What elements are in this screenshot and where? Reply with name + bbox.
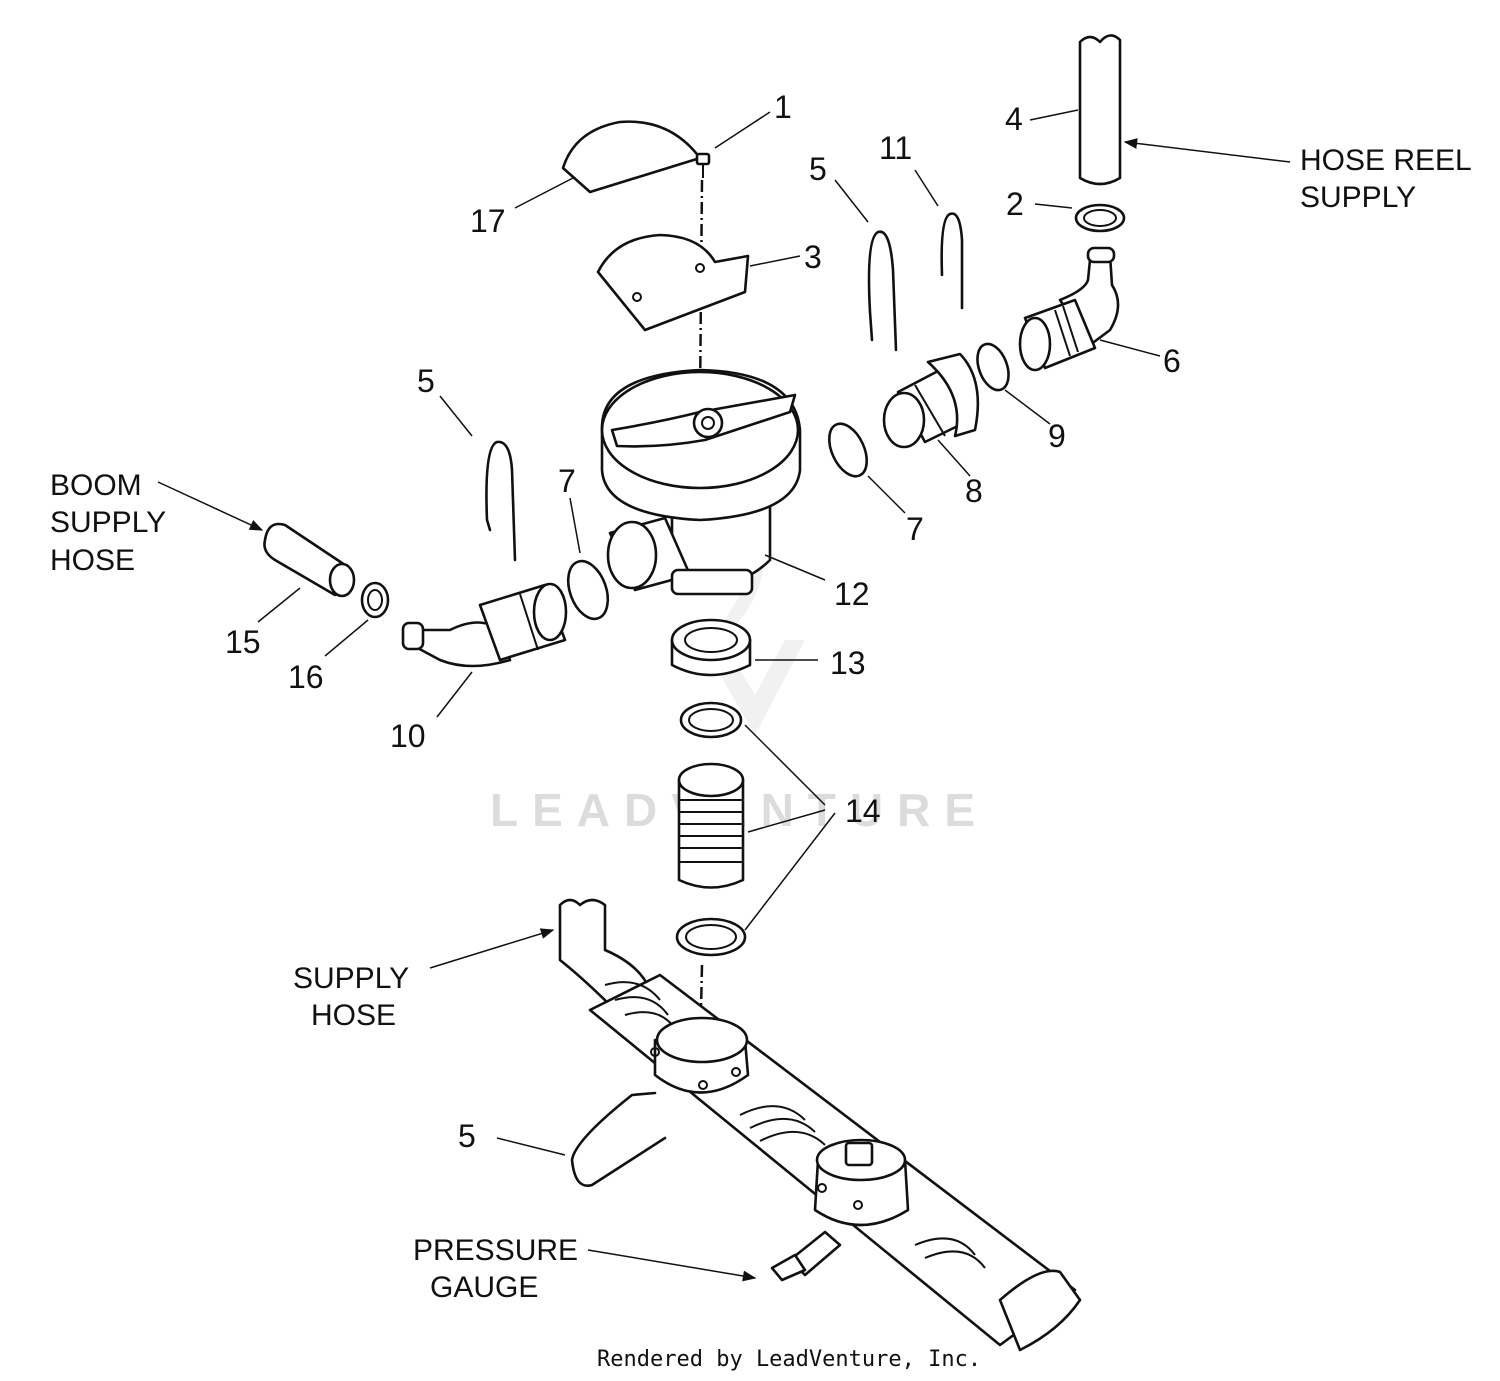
callout-9: 9 bbox=[1048, 418, 1066, 454]
label-supply-hose: SUPPLY HOSE bbox=[293, 962, 409, 1032]
part-2-clamp bbox=[1074, 203, 1126, 233]
label-pressure-gauge: PRESSURE GAUGE bbox=[413, 1234, 578, 1304]
label-hose-reel-supply: HOSE REEL SUPPLY bbox=[1300, 144, 1472, 214]
callout-7-right: 7 bbox=[906, 511, 924, 547]
callout-7-left: 7 bbox=[558, 463, 576, 499]
callout-11: 11 bbox=[879, 130, 912, 166]
part-5-clip-left bbox=[485, 440, 517, 562]
part-13-nut bbox=[670, 618, 752, 677]
callout-10: 10 bbox=[390, 718, 426, 754]
callout-1: 1 bbox=[774, 89, 792, 125]
pointer-arrows bbox=[157, 138, 1291, 1282]
callout-16: 16 bbox=[288, 659, 324, 695]
part-8-adapter bbox=[882, 352, 980, 449]
callout-5-bottom: 5 bbox=[458, 1118, 476, 1154]
callout-2: 2 bbox=[1006, 186, 1024, 222]
callout-3: 3 bbox=[804, 239, 822, 275]
callout-17: 17 bbox=[470, 203, 506, 239]
part-3-bracket bbox=[596, 233, 750, 332]
part-11-clip bbox=[940, 212, 964, 310]
callout-5-top: 5 bbox=[809, 151, 827, 187]
svg-text:SUPPLY: SUPPLY bbox=[50, 506, 166, 539]
part-16-clamp bbox=[360, 581, 390, 619]
part-7-oring-left bbox=[566, 559, 610, 621]
svg-text:BOOM: BOOM bbox=[50, 469, 142, 502]
svg-text:HOSE: HOSE bbox=[311, 999, 396, 1032]
callout-13: 13 bbox=[830, 645, 866, 681]
part-7-oring-right bbox=[827, 422, 869, 478]
svg-text:GAUGE: GAUGE bbox=[430, 1271, 538, 1304]
manifold-assembly bbox=[558, 898, 1082, 1352]
part-6-elbow bbox=[1018, 246, 1120, 372]
part-9-oring bbox=[976, 342, 1010, 392]
part-15-hose bbox=[263, 522, 356, 598]
part-5-clip-top bbox=[867, 230, 898, 352]
callout-12: 12 bbox=[834, 576, 870, 612]
part-5-clip-bottom bbox=[570, 1091, 667, 1187]
leader-lines bbox=[257, 109, 1161, 1156]
callout-8: 8 bbox=[965, 473, 983, 509]
part-14-fitting bbox=[677, 762, 745, 889]
part-4-hose bbox=[1078, 34, 1122, 186]
label-boom-supply-hose: BOOM SUPPLY HOSE bbox=[50, 469, 166, 577]
part-1-screw bbox=[695, 152, 711, 178]
part-12-valve bbox=[600, 368, 802, 596]
render-credit: Rendered by LeadVenture, Inc. bbox=[597, 1347, 981, 1372]
part-17-cover bbox=[561, 120, 702, 194]
svg-text:SUPPLY: SUPPLY bbox=[1300, 181, 1416, 214]
svg-text:SUPPLY: SUPPLY bbox=[293, 962, 409, 995]
part-10-elbow bbox=[401, 582, 568, 668]
svg-text:HOSE: HOSE bbox=[50, 544, 135, 577]
callout-14: 14 bbox=[845, 793, 881, 829]
callout-5-left: 5 bbox=[417, 363, 435, 399]
part-14-oring-bottom bbox=[675, 917, 747, 957]
svg-text:HOSE REEL: HOSE REEL bbox=[1300, 144, 1472, 177]
callout-4: 4 bbox=[1005, 101, 1023, 137]
svg-text:PRESSURE: PRESSURE bbox=[413, 1234, 578, 1267]
part-14-oring-top bbox=[679, 701, 743, 739]
callout-15: 15 bbox=[225, 624, 261, 660]
callout-6: 6 bbox=[1163, 343, 1181, 379]
